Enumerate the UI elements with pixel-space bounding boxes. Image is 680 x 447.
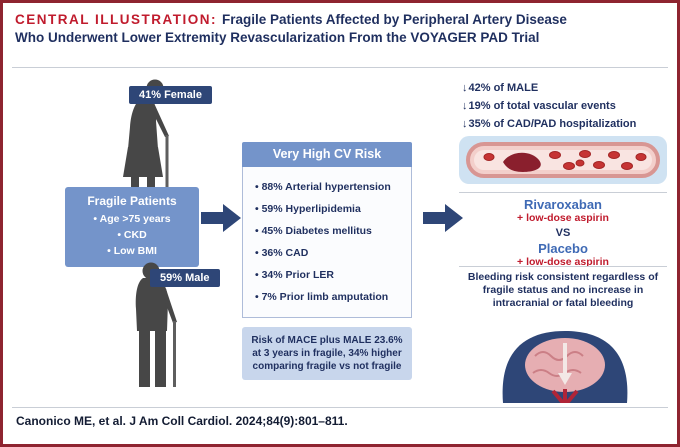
cv-risk-box: Very High CV Risk 88% Arterial hypertens… [242,142,412,318]
drug-placebo: Placebo [538,241,588,256]
right-divider-top [459,192,667,193]
female-percentage-badge: 41% Female [129,86,212,104]
cv-risk-item: 36% CAD [255,242,405,264]
outcome-text: 42% of MALE [468,82,539,94]
decrease-arrow-icon: ↓ [462,118,468,130]
outcome-text: 19% of total vascular events [468,100,616,112]
decrease-arrow-icon: ↓ [462,100,468,112]
outcome-item: ↓19% of total vascular events [462,97,668,115]
fragile-patients-title: Fragile Patients [87,194,177,208]
figure-title-text: Fragile Patients Affected by Peripheral … [15,12,567,45]
decrease-arrow-icon: ↓ [462,82,468,94]
outcomes-list: ↓42% of MALE ↓19% of total vascular even… [462,79,668,133]
vs-label: VS [555,227,571,239]
flow-arrow-icon [201,204,241,232]
right-divider-bottom [459,266,667,267]
fragile-patients-box: Fragile Patients Age >75 years CKD Low B… [65,187,199,268]
cv-risk-item: 88% Arterial hypertension [255,176,405,198]
male-percentage-badge: 59% Male [150,269,220,287]
cv-risk-list: 88% Arterial hypertension 59% Hyperlipid… [242,167,412,318]
outcome-item: ↓42% of MALE [462,79,668,97]
elderly-man-image [135,262,177,387]
brain-illustration [502,331,628,403]
footer-divider [12,407,668,408]
citation: Canonico ME, et al. J Am Coll Cardiol. 2… [16,414,348,428]
artery-illustration [459,136,667,184]
treatment-comparison: Rivaroxaban + low-dose aspirin VS Placeb… [459,197,667,269]
fragile-item: Low BMI [69,244,195,260]
fragile-item: CKD [69,228,195,244]
cv-risk-item: 7% Prior limb amputation [255,286,405,308]
drug-placebo-sub: + low-dose aspirin [517,256,609,268]
fragile-item: Age >75 years [69,212,195,228]
flow-arrow-icon [423,204,463,232]
cv-risk-item: 34% Prior LER [255,264,405,286]
drug-rivaroxaban: Rivaroxaban [523,197,603,212]
figure-title: CENTRAL ILLUSTRATION:Fragile Patients Af… [15,11,593,47]
cv-risk-item: 45% Diabetes mellitus [255,220,405,242]
title-divider [12,67,668,68]
artery-image [466,142,660,178]
drug-rivaroxaban-sub: + low-dose aspirin [517,212,609,224]
central-illustration-label: CENTRAL ILLUSTRATION: [15,12,217,27]
mace-note-box: Risk of MACE plus MALE 23.6% at 3 years … [242,327,412,380]
cv-risk-item: 59% Hyperlipidemia [255,198,405,220]
outcome-text: 35% of CAD/PAD hospitalization [468,118,637,130]
outcome-item: ↓35% of CAD/PAD hospitalization [462,115,668,133]
bleeding-note: Bleeding risk consistent regardless of f… [467,271,659,309]
cv-risk-title: Very High CV Risk [242,142,412,167]
